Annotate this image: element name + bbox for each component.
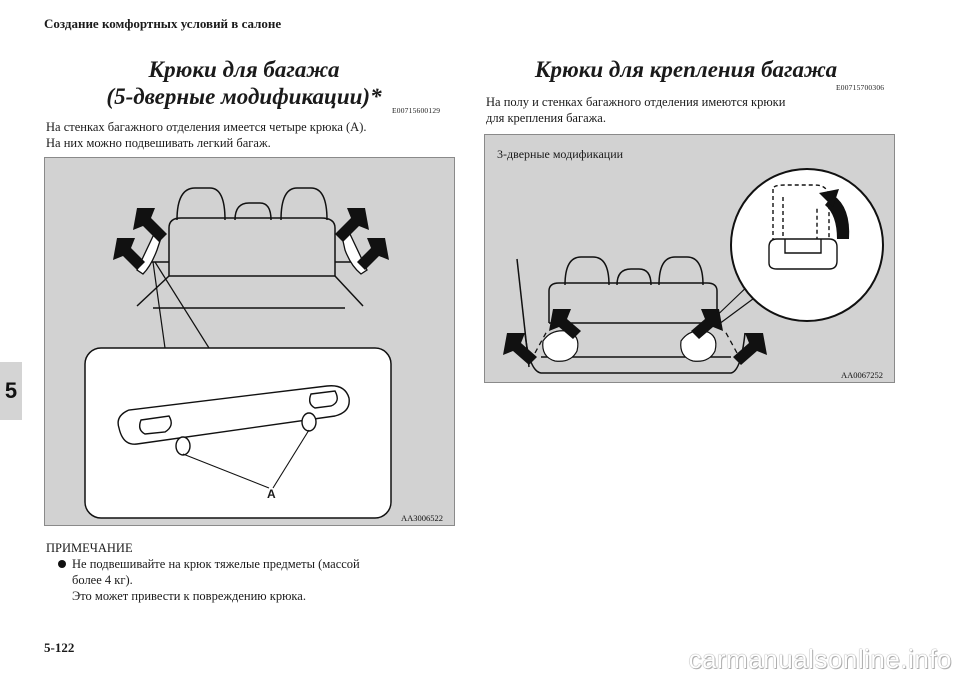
left-title-line1: Крюки для багажа — [148, 57, 340, 82]
arrow-left-outer — [503, 333, 537, 365]
right-section-code: E00715700306 — [836, 83, 885, 92]
chapter-tab: 5 — [0, 362, 22, 420]
luggage-hooks-illustration — [84, 187, 392, 519]
note-line3: Это может привести к повреждению крюка. — [72, 589, 306, 603]
left-section-code: E00715600129 — [392, 106, 441, 115]
right-headrest — [280, 187, 328, 221]
left-figure-code: AA3006522 — [401, 513, 444, 523]
arrow-right-outer — [733, 333, 767, 365]
tiedown-hooks-illustration — [503, 168, 884, 374]
hook-loop-left — [175, 436, 191, 456]
arrow-right-inner — [691, 309, 723, 339]
note-bullet-item: Не подвешивайте на крюк тяжелые предметы… — [46, 556, 466, 572]
left-headrest — [176, 187, 226, 221]
arrow-upper-left — [133, 208, 167, 242]
left-title-line2: (5-дверные модификации)* — [106, 84, 382, 109]
hook-rail — [117, 385, 350, 445]
hook-loop-right — [301, 412, 317, 432]
left-body-line1: На стенках багажного отделения имеется ч… — [46, 120, 367, 134]
page-number: 5-122 — [44, 640, 75, 655]
right-figure-code: AA0067252 — [841, 370, 884, 380]
right-figure-caption: 3-дверные модификации — [497, 147, 624, 161]
note-line2: более 4 кг). — [72, 573, 133, 587]
callout-label-a: A — [267, 487, 276, 501]
left-body-text: На стенках багажного отделения имеется ч… — [46, 119, 466, 151]
seat-back — [168, 217, 336, 276]
rotate-arrow-icon — [825, 195, 850, 239]
luggage-hooks-figure: A AA3006522 — [44, 157, 455, 526]
right-body-line2: для крепления багажа. — [486, 111, 606, 125]
right-body-text: На полу и стенках багажного отделения им… — [486, 94, 906, 126]
arrow-lower-right — [357, 238, 389, 270]
left-body-line2: На них можно подвешивать легкий багаж. — [46, 136, 271, 150]
left-section-title: Крюки для багажа (5-дверные модификации)… — [84, 56, 404, 110]
note-line1: Не подвешивайте на крюк тяжелые предметы… — [72, 557, 360, 571]
left-headrest — [564, 256, 610, 286]
seat-back — [548, 282, 718, 323]
hook-base-plate — [768, 238, 838, 270]
note-heading: ПРИМЕЧАНИЕ — [46, 541, 133, 555]
running-header: Создание комфортных условий в салоне — [44, 16, 282, 31]
right-body-line1: На полу и стенках багажного отделения им… — [486, 95, 786, 109]
floor-hook-left — [542, 330, 579, 362]
note-block: ПРИМЕЧАНИЕ Не подвешивайте на крюк тяжел… — [46, 540, 466, 604]
arrow-left-inner — [549, 309, 581, 339]
center-headrest — [234, 202, 272, 221]
center-headrest — [616, 268, 652, 286]
right-headrest — [658, 256, 704, 286]
watermark: carmanualsonline.info — [688, 644, 952, 674]
bullet-icon — [58, 560, 66, 569]
arrow-lower-left — [113, 238, 145, 270]
tiedown-hooks-figure: 3-дверные модификации AA0067252 — [484, 134, 895, 383]
right-section-title: Крюки для крепления багажа — [534, 57, 838, 82]
arrow-upper-right — [335, 208, 369, 242]
